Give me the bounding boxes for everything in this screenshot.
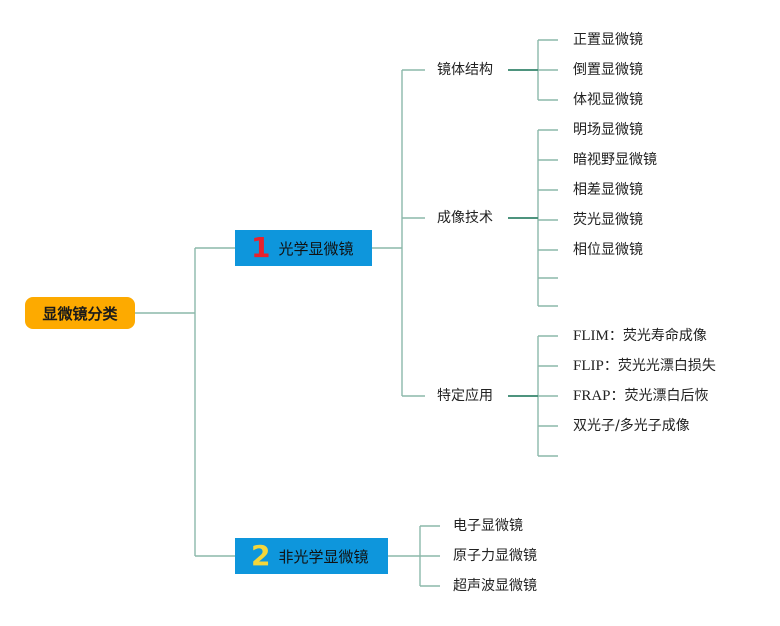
application-node[interactable]: 特定应用 [437,388,493,404]
leaf-darkfield[interactable]: 暗视野显微镜 [573,152,657,168]
leaf-atomic-force[interactable]: 原子力显微镜 [453,548,537,564]
flip-desc: ：荧光光漂白损失 [603,358,716,374]
branch-number-2: 2 [251,539,271,572]
leaf-brightfield[interactable]: 明场显微镜 [573,122,643,138]
leaf-phase[interactable]: 相位显微镜 [573,242,643,258]
leaf-ultrasonic[interactable]: 超声波显微镜 [453,578,537,594]
frap-acronym: FRAP [573,388,611,404]
optical-microscope-node[interactable]: 1 光学显微镜 [235,230,372,266]
leaf-multiphoton[interactable]: 双光子/多光子成像 [573,417,690,435]
leaf-fluorescence[interactable]: 荧光显微镜 [573,212,643,228]
leaf-upright[interactable]: 正置显微镜 [573,32,643,48]
frap-desc: ：荧光漂白后恢 [610,388,709,404]
flim-desc: ：荧光寿命成像 [608,328,707,344]
optical-microscope-label: 光学显微镜 [278,239,354,258]
leaf-electron[interactable]: 电子显微镜 [453,518,523,534]
leaf-inverted[interactable]: 倒置显微镜 [573,62,643,78]
imaging-node[interactable]: 成像技术 [437,210,493,226]
root-node[interactable]: 显微镜分类 [25,297,135,329]
flim-acronym: FLIM [573,328,609,344]
non-optical-microscope-node[interactable]: 2 非光学显微镜 [235,538,388,574]
branch-number-1: 1 [251,231,271,264]
non-optical-microscope-label: 非光学显微镜 [278,547,369,566]
leaf-frap[interactable]: FRAP：荧光漂白后恢 [573,387,709,405]
leaf-flip[interactable]: FLIP：荧光光漂白损失 [573,357,716,375]
multiphoton-desc: 双光子/多光子成像 [573,418,690,434]
leaf-flim[interactable]: FLIM：荧光寿命成像 [573,327,707,345]
root-label: 显微镜分类 [42,304,118,323]
flip-acronym: FLIP [573,358,604,374]
leaf-stereo[interactable]: 体视显微镜 [573,92,643,108]
leaf-phase-contrast[interactable]: 相差显微镜 [573,182,643,198]
structure-node[interactable]: 镜体结构 [437,62,493,78]
